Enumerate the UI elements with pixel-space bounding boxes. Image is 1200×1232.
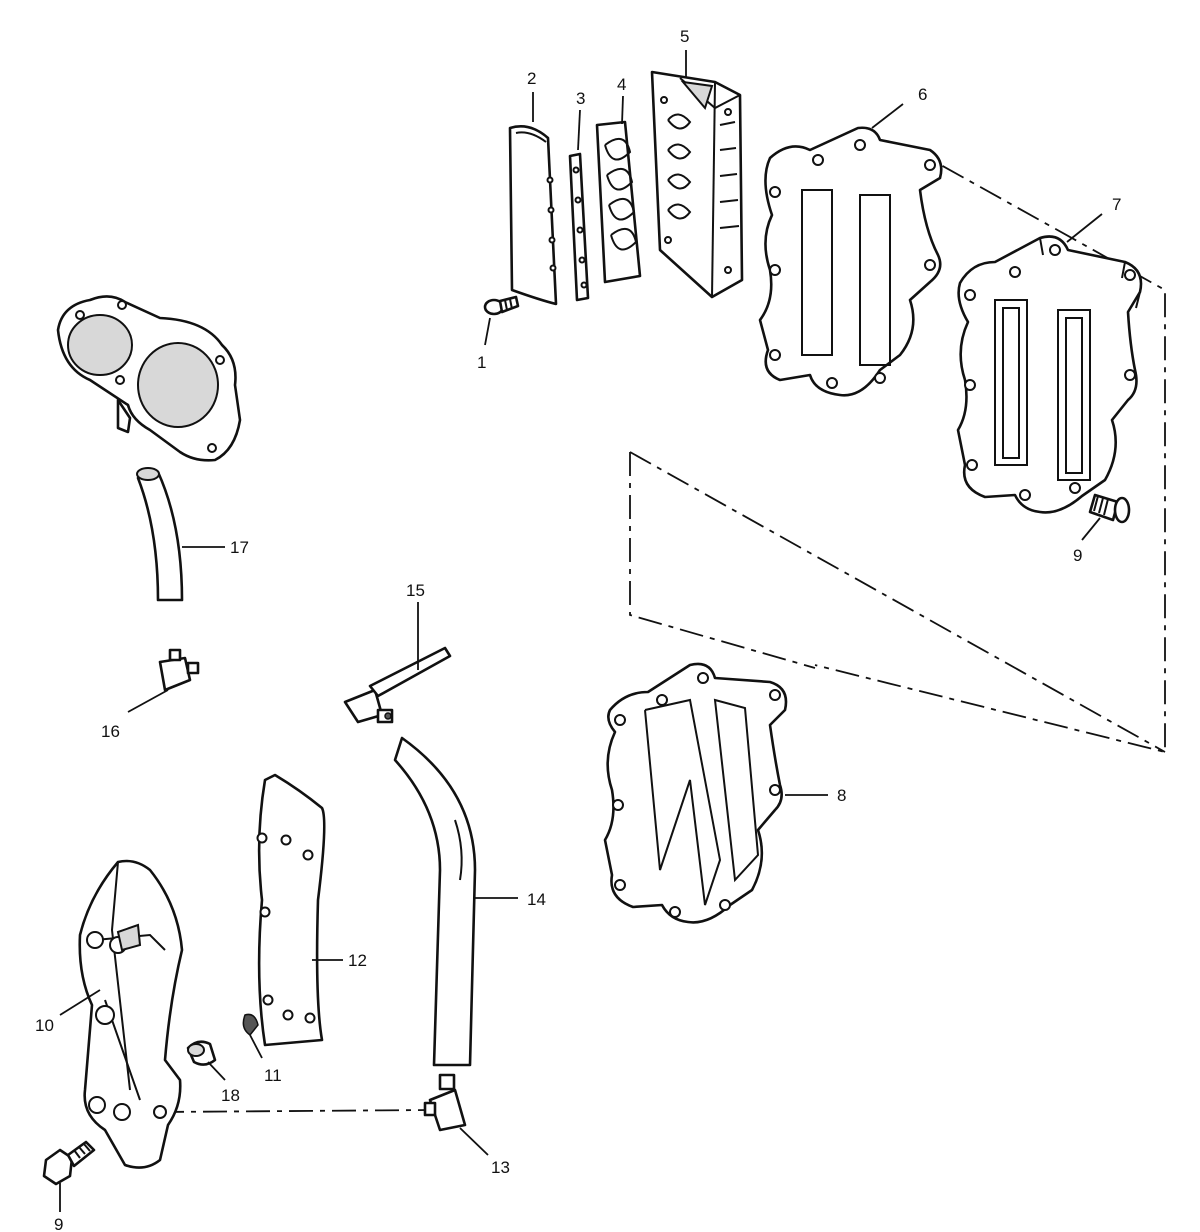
callout-13: 13: [491, 1158, 510, 1177]
callout-14: 14: [527, 890, 546, 909]
part-18-plug: [186, 1040, 217, 1066]
part-5-reed-block: [650, 70, 744, 299]
part-2-reed-plate: [508, 125, 558, 306]
part-9-screw-upper: [1088, 493, 1131, 524]
assembly-lines: [159, 144, 1166, 1113]
part-14-hose: [393, 736, 477, 1067]
callout-15: 15: [406, 581, 425, 600]
callout-4: 4: [617, 75, 626, 94]
callout-16: 16: [101, 722, 120, 741]
callout-5: 5: [680, 27, 689, 46]
callout-3: 3: [576, 89, 585, 108]
callout-numbers: 1 2 3 4 5 6 7 8 9 10 11 12 13 14 15 16 1…: [35, 27, 1121, 1232]
part-12-gasket-strip: [256, 773, 326, 1047]
part-15-elbow-tube: [343, 646, 452, 724]
part-11-spring: [242, 1013, 259, 1037]
part-13-fitting: [423, 1073, 467, 1132]
part-6-gasket: [758, 126, 943, 397]
leader-lines: [59, 50, 1103, 1212]
part-17-hose: [136, 467, 184, 602]
callout-17: 17: [230, 538, 249, 557]
part-4-reed-petals: [595, 120, 642, 284]
part-3-retainer: [568, 152, 590, 302]
callout-18: 18: [221, 1086, 240, 1105]
fuel-pump-cover: [56, 295, 242, 462]
callout-8: 8: [837, 786, 846, 805]
callout-10: 10: [35, 1016, 54, 1035]
callout-6: 6: [918, 85, 927, 104]
callout-9-upper: 9: [1073, 546, 1082, 565]
callout-7: 7: [1112, 195, 1121, 214]
callout-12: 12: [348, 951, 367, 970]
part-10-bracket: [78, 859, 184, 1169]
callout-11: 11: [264, 1066, 282, 1085]
part-1-screw: [483, 295, 520, 316]
callout-1: 1: [477, 353, 486, 372]
part-8-gasket: [603, 662, 788, 924]
part-16-fitting: [158, 648, 200, 692]
part-7-spacer-plate: [956, 235, 1143, 514]
part-9-bolt-lower: [42, 1140, 96, 1186]
callout-2: 2: [527, 69, 536, 88]
callout-9-lower: 9: [54, 1215, 63, 1232]
